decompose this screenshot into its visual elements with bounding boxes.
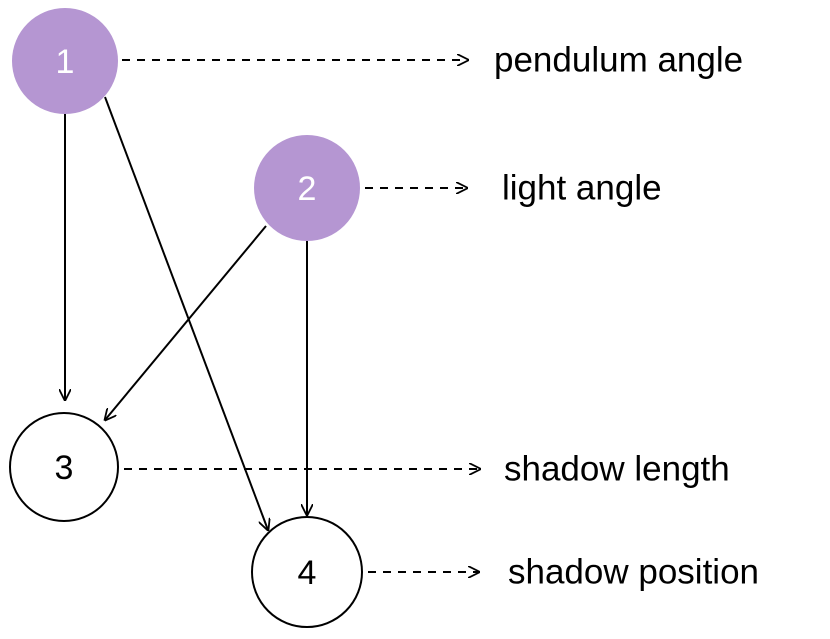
- node-1-label: 1: [56, 43, 75, 81]
- variable-label-shadow-length: shadow length: [504, 450, 730, 489]
- variable-label-shadow-position: shadow position: [508, 553, 759, 592]
- node-3-label: 3: [55, 449, 74, 487]
- node-3-circle: [9, 412, 119, 522]
- node-2-label: 2: [298, 170, 317, 208]
- variable-label-pendulum-angle: pendulum angle: [494, 41, 743, 80]
- node-1-circle: [12, 8, 118, 114]
- node-4-label: 4: [298, 554, 317, 592]
- node-2-circle: [254, 135, 360, 241]
- edge-1-to-4: [104, 96, 268, 530]
- node-4-circle: [251, 516, 363, 628]
- variable-label-light-angle: light angle: [502, 169, 662, 208]
- edge-2-to-3: [105, 225, 267, 420]
